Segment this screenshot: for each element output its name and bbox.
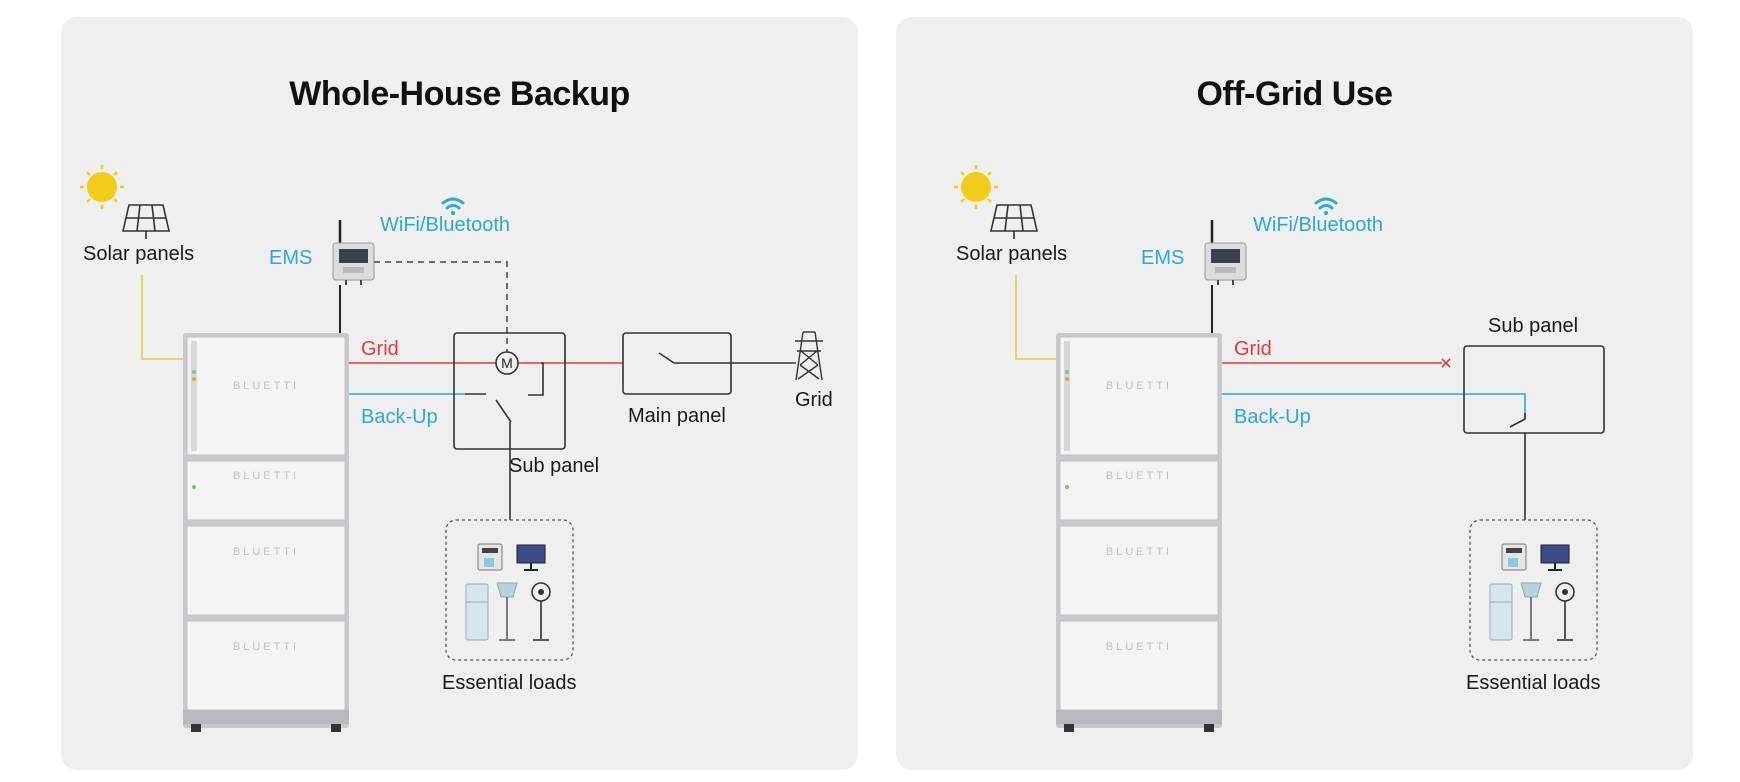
battery-brand-2: BLUETTI bbox=[1106, 470, 1172, 482]
backup-line-label: Back-Up bbox=[361, 406, 438, 428]
coffee-machine-icon bbox=[1501, 543, 1527, 571]
panel-title: Whole-House Backup bbox=[289, 75, 630, 113]
solar-line bbox=[1015, 275, 1056, 360]
off-grid-use-panel: BLUETTI BLUETTI BLUETTI BLUETTI bbox=[896, 17, 1693, 770]
essential-loads-box bbox=[1469, 519, 1598, 661]
backup-line bbox=[1222, 393, 1526, 419]
essential-loads-label: Essential loads bbox=[442, 672, 577, 694]
essential-loads-box bbox=[445, 519, 574, 661]
grid-tower-icon bbox=[795, 331, 823, 381]
solar-line bbox=[141, 275, 183, 360]
ems-label: EMS bbox=[1141, 247, 1185, 269]
sub-panel-box bbox=[1463, 345, 1605, 520]
grid-line-label: Grid bbox=[1234, 338, 1272, 360]
wifi-bluetooth-label: WiFi/Bluetooth bbox=[1253, 214, 1384, 236]
battery-stack bbox=[183, 333, 349, 732]
sun-icon bbox=[954, 165, 998, 209]
essential-loads-label: Essential loads bbox=[1466, 672, 1601, 694]
ems-device bbox=[1204, 220, 1247, 285]
solar-panel-icon bbox=[989, 204, 1039, 239]
off-grid-diagram: BLUETTI BLUETTI BLUETTI BLUETTI bbox=[954, 165, 1605, 732]
ems-device bbox=[332, 220, 375, 285]
panel-title: Off-Grid Use bbox=[1196, 75, 1393, 113]
whole-house-diagram: BLUETTI BLUETTI BLUETTI BLUETTI M bbox=[80, 165, 823, 732]
battery-brand-4: BLUETTI bbox=[233, 641, 299, 653]
disconnect-x-icon bbox=[1441, 358, 1451, 368]
whole-house-backup-panel: BLUETTI BLUETTI BLUETTI BLUETTI M bbox=[61, 17, 858, 770]
lamp-icon bbox=[496, 582, 518, 641]
main-panel-box bbox=[622, 332, 796, 395]
grid-tower-label: Grid bbox=[795, 389, 833, 411]
battery-brand-2: BLUETTI bbox=[233, 470, 299, 482]
fan-icon bbox=[1555, 582, 1575, 641]
wifi-icon bbox=[1314, 197, 1338, 215]
sub-panel-box bbox=[453, 332, 566, 520]
sun-icon bbox=[80, 165, 124, 209]
main-panel-label: Main panel bbox=[628, 405, 726, 427]
motor-icon: M bbox=[501, 355, 513, 371]
solar-panel-icon bbox=[121, 204, 171, 239]
battery-brand-1: BLUETTI bbox=[1106, 380, 1172, 392]
solar-panels-label: Solar panels bbox=[956, 243, 1068, 265]
grid-line-label: Grid bbox=[361, 338, 399, 360]
sub-panel-label: Sub panel bbox=[1488, 315, 1579, 337]
monitor-icon bbox=[516, 544, 546, 571]
wifi-icon bbox=[441, 197, 465, 215]
ems-label: EMS bbox=[269, 247, 313, 269]
refrigerator-icon bbox=[1489, 583, 1513, 641]
battery-brand-1: BLUETTI bbox=[233, 380, 299, 392]
coffee-machine-icon bbox=[477, 543, 503, 571]
battery-brand-3: BLUETTI bbox=[1106, 546, 1172, 558]
battery-brand-3: BLUETTI bbox=[233, 546, 299, 558]
ems-signal-line bbox=[374, 261, 508, 357]
battery-stack bbox=[1056, 333, 1222, 732]
monitor-icon bbox=[1540, 544, 1570, 571]
sub-panel-label: Sub panel bbox=[509, 455, 600, 477]
battery-brand-4: BLUETTI bbox=[1106, 641, 1172, 653]
wifi-bluetooth-label: WiFi/Bluetooth bbox=[380, 214, 511, 236]
backup-line-label: Back-Up bbox=[1234, 406, 1311, 428]
refrigerator-icon bbox=[465, 583, 489, 641]
fan-icon bbox=[531, 582, 551, 641]
lamp-icon bbox=[1520, 582, 1542, 641]
solar-panels-label: Solar panels bbox=[83, 243, 195, 265]
